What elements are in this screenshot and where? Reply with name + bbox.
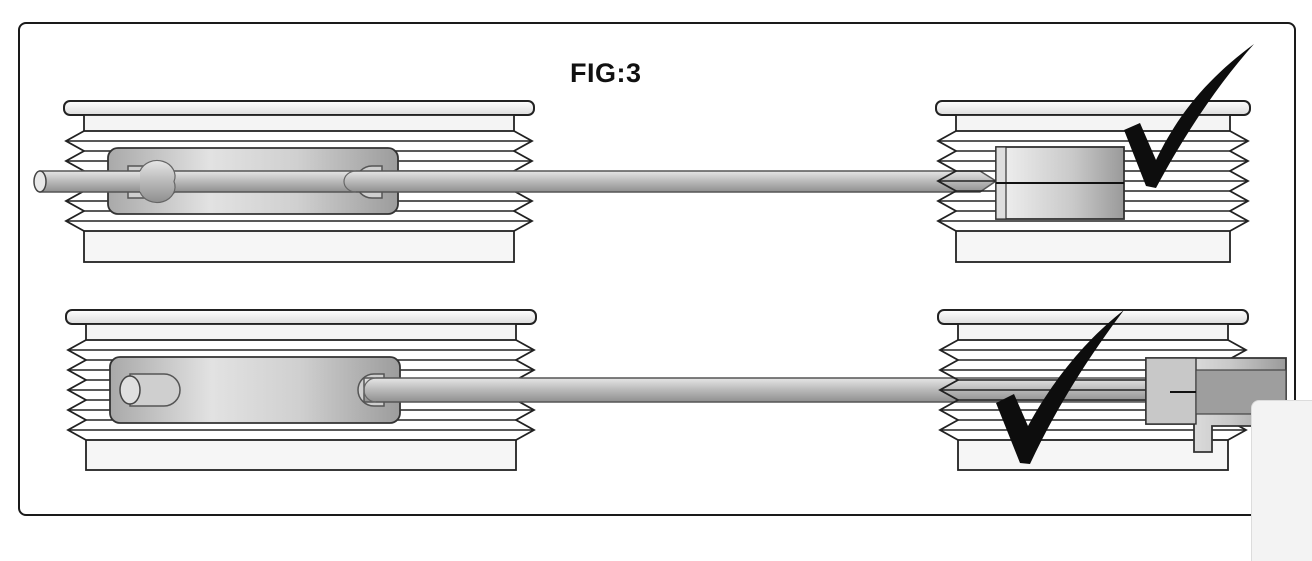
checkmark-icon [996,310,1124,464]
checkmark-icon [1124,44,1254,188]
alignment-rod-top [33,159,998,204]
target-block-bottom [1145,357,1287,453]
target-block-top [995,146,1125,220]
pulley-bottom-right [937,309,1249,471]
pulley-top-right [935,100,1251,263]
figure-title: FIG:3 [570,58,642,88]
pulley-alignment-diagram [33,44,1287,471]
clamp-bottom-left [109,356,401,424]
overlay-panel [1251,400,1312,561]
